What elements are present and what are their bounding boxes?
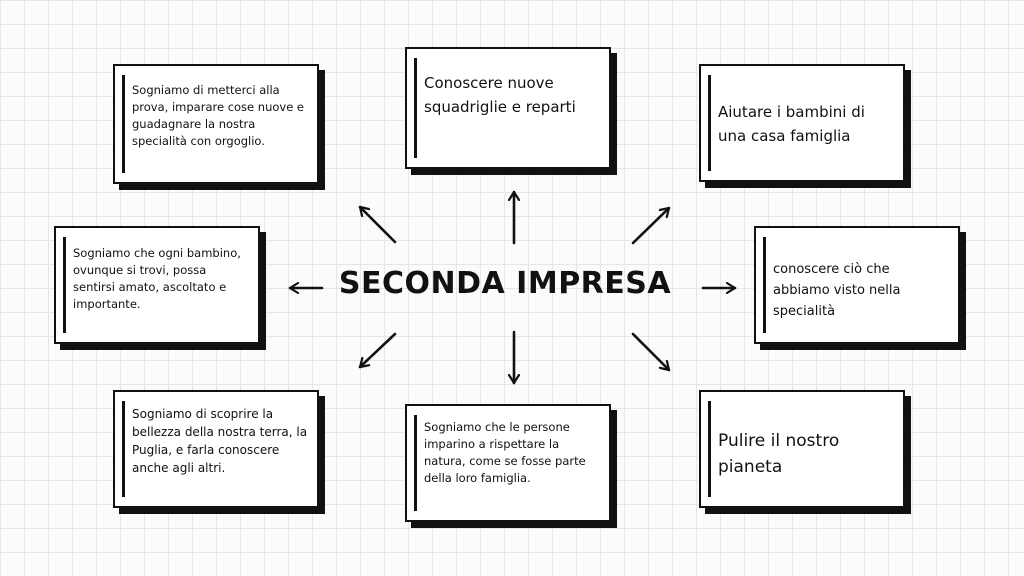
- box-middle-right: conoscere ciò che abbiamo visto nella sp…: [754, 226, 960, 344]
- box-top-right-text: Aiutare i bambini di una casa famiglia: [718, 103, 865, 145]
- box-bottom-left: Sogniamo di scoprire la bellezza della n…: [113, 390, 319, 508]
- accent-bar: [414, 415, 417, 511]
- accent-bar: [63, 237, 66, 333]
- box-middle-left-text: Sogniamo che ogni bambino, ovunque si tr…: [73, 246, 241, 311]
- arrow-down-right: [631, 332, 671, 372]
- accent-bar: [122, 75, 125, 173]
- arrow-up-right: [631, 206, 671, 245]
- box-bottom-center: Sogniamo che le persone imparino a rispe…: [405, 404, 611, 522]
- accent-bar: [763, 237, 766, 333]
- arrow-down-left: [358, 332, 397, 369]
- box-middle-right-text: conoscere ciò che abbiamo visto nella sp…: [773, 262, 901, 319]
- accent-bar: [122, 401, 125, 497]
- box-top-center: Conoscere nuove squadriglie e reparti: [405, 47, 611, 169]
- accent-bar: [708, 401, 711, 497]
- accent-bar: [708, 75, 711, 171]
- box-bottom-right-text: Pulire il nostro pianeta: [718, 431, 840, 477]
- box-top-left-text: Sogniamo di metterci alla prova, imparar…: [132, 83, 305, 148]
- box-top-right: Aiutare i bambini di una casa famiglia: [699, 64, 905, 182]
- box-top-left: Sogniamo di metterci alla prova, imparar…: [113, 64, 319, 184]
- box-middle-left: Sogniamo che ogni bambino, ovunque si tr…: [54, 226, 260, 344]
- box-top-center-text: Conoscere nuove squadriglie e reparti: [424, 74, 576, 116]
- box-bottom-right: Pulire il nostro pianeta: [699, 390, 905, 508]
- box-bottom-left-text: Sogniamo di scoprire la bellezza della n…: [132, 407, 308, 475]
- central-title: SECONDA IMPRESA: [338, 266, 672, 301]
- arrow-up-left: [358, 205, 397, 244]
- box-bottom-center-text: Sogniamo che le persone imparino a rispe…: [424, 420, 586, 485]
- accent-bar: [414, 58, 417, 158]
